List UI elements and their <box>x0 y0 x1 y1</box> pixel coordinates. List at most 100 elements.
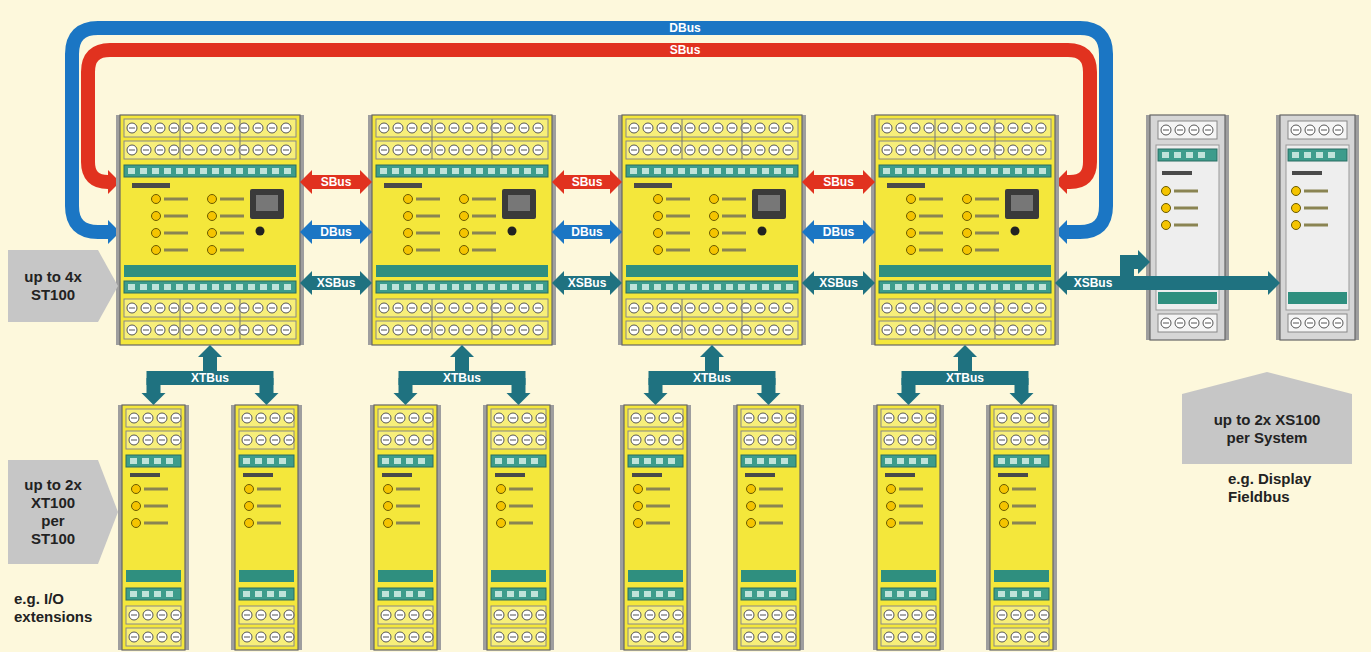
screw-slot <box>255 128 261 129</box>
terminal-screw <box>657 145 667 155</box>
terminal-screw <box>407 325 417 335</box>
screw-slot <box>1191 130 1197 131</box>
terminal-screw <box>281 325 291 335</box>
terminal-screw <box>477 123 487 133</box>
screw-slot <box>647 440 653 441</box>
arrow-head <box>552 271 564 295</box>
screw-slot <box>538 440 544 441</box>
connector-pin <box>1003 284 1010 290</box>
terminal-screw <box>157 610 167 620</box>
connector-pin <box>1010 591 1017 597</box>
screw-slot <box>521 308 527 309</box>
screw-slot <box>510 440 516 441</box>
status-led <box>887 485 896 494</box>
screw-slot <box>524 637 530 638</box>
status-led <box>1292 204 1301 213</box>
terminal-screw <box>643 145 653 155</box>
connector-pin <box>392 168 399 174</box>
terminal-screw <box>926 610 936 620</box>
screw-slot <box>241 308 247 309</box>
connector-pin <box>500 284 507 290</box>
screw-slot <box>131 440 137 441</box>
terminal-screw <box>129 610 139 620</box>
led-marking <box>722 215 746 218</box>
logo-mark <box>495 473 525 477</box>
status-led <box>1000 485 1009 494</box>
terminal-row <box>376 119 548 137</box>
terminal-row <box>1158 121 1217 139</box>
terminal-row <box>626 141 798 159</box>
connector-pin <box>931 284 938 290</box>
connector-pin <box>762 168 769 174</box>
xt-module <box>737 405 800 650</box>
screw-slot <box>1163 323 1169 324</box>
terminal-screw <box>699 123 709 133</box>
terminal-screw <box>477 325 487 335</box>
terminal-screw <box>643 123 653 133</box>
screw-slot <box>395 150 401 151</box>
connector-pin <box>991 168 998 174</box>
terminal-screw <box>699 325 709 335</box>
connector-pin <box>224 284 231 290</box>
connector-pin <box>750 284 757 290</box>
terminal-screw <box>685 123 695 133</box>
terminal-screw <box>643 325 653 335</box>
terminal-screw <box>952 123 962 133</box>
terminal-screw <box>912 610 922 620</box>
connector-pin <box>392 284 399 290</box>
terminal-screw <box>980 123 990 133</box>
terminal-screw <box>463 145 473 155</box>
connector-pin <box>1039 168 1046 174</box>
led-marking <box>509 505 533 508</box>
connector-pin <box>140 284 147 290</box>
connector-pin <box>909 591 916 597</box>
screw-slot <box>926 150 932 151</box>
screw-slot <box>451 150 457 151</box>
terminal-row <box>376 299 548 317</box>
terminal-screw <box>1022 325 1032 335</box>
screw-slot <box>659 150 665 151</box>
screw-slot <box>145 440 151 441</box>
terminal-screw <box>270 413 280 423</box>
connector-pin <box>786 168 793 174</box>
terminal-screw <box>197 123 207 133</box>
screw-slot <box>884 308 890 309</box>
status-led <box>208 195 217 204</box>
connector-pin <box>769 458 776 464</box>
screw-slot <box>900 615 906 616</box>
screw-slot <box>524 440 530 441</box>
bus-name: DBus <box>669 21 700 35</box>
connector-pin <box>512 168 519 174</box>
screw-slot <box>258 440 264 441</box>
arrow-head <box>198 345 222 357</box>
arrow-head <box>953 345 977 357</box>
led-marking <box>646 522 670 525</box>
screw-slot <box>898 330 904 331</box>
screw-slot <box>757 330 763 331</box>
terminal-screw <box>772 435 782 445</box>
terminal-screw <box>421 123 431 133</box>
screw-slot <box>244 615 250 616</box>
status-led <box>384 485 393 494</box>
terminal-screw <box>270 610 280 620</box>
terminal-screw <box>1025 632 1035 642</box>
screw-slot <box>409 150 415 151</box>
terminal-row <box>378 606 433 624</box>
connector-pin <box>416 284 423 290</box>
led-marking <box>220 232 244 235</box>
screw-slot <box>244 440 250 441</box>
terminal-screw <box>395 632 405 642</box>
screw-slot <box>283 150 289 151</box>
terminal-screw <box>270 632 280 642</box>
led-marking <box>899 488 923 491</box>
terminal-screw <box>533 145 543 155</box>
terminal-row <box>124 119 296 137</box>
status-led <box>497 519 506 528</box>
terminal-screw <box>882 145 892 155</box>
arrow-head <box>863 271 875 295</box>
connector-pin <box>1027 168 1034 174</box>
connector-pin <box>524 168 531 174</box>
screw-slot <box>675 637 681 638</box>
text-area: up to 4x ST100 <box>8 250 118 322</box>
screw-slot <box>968 128 974 129</box>
